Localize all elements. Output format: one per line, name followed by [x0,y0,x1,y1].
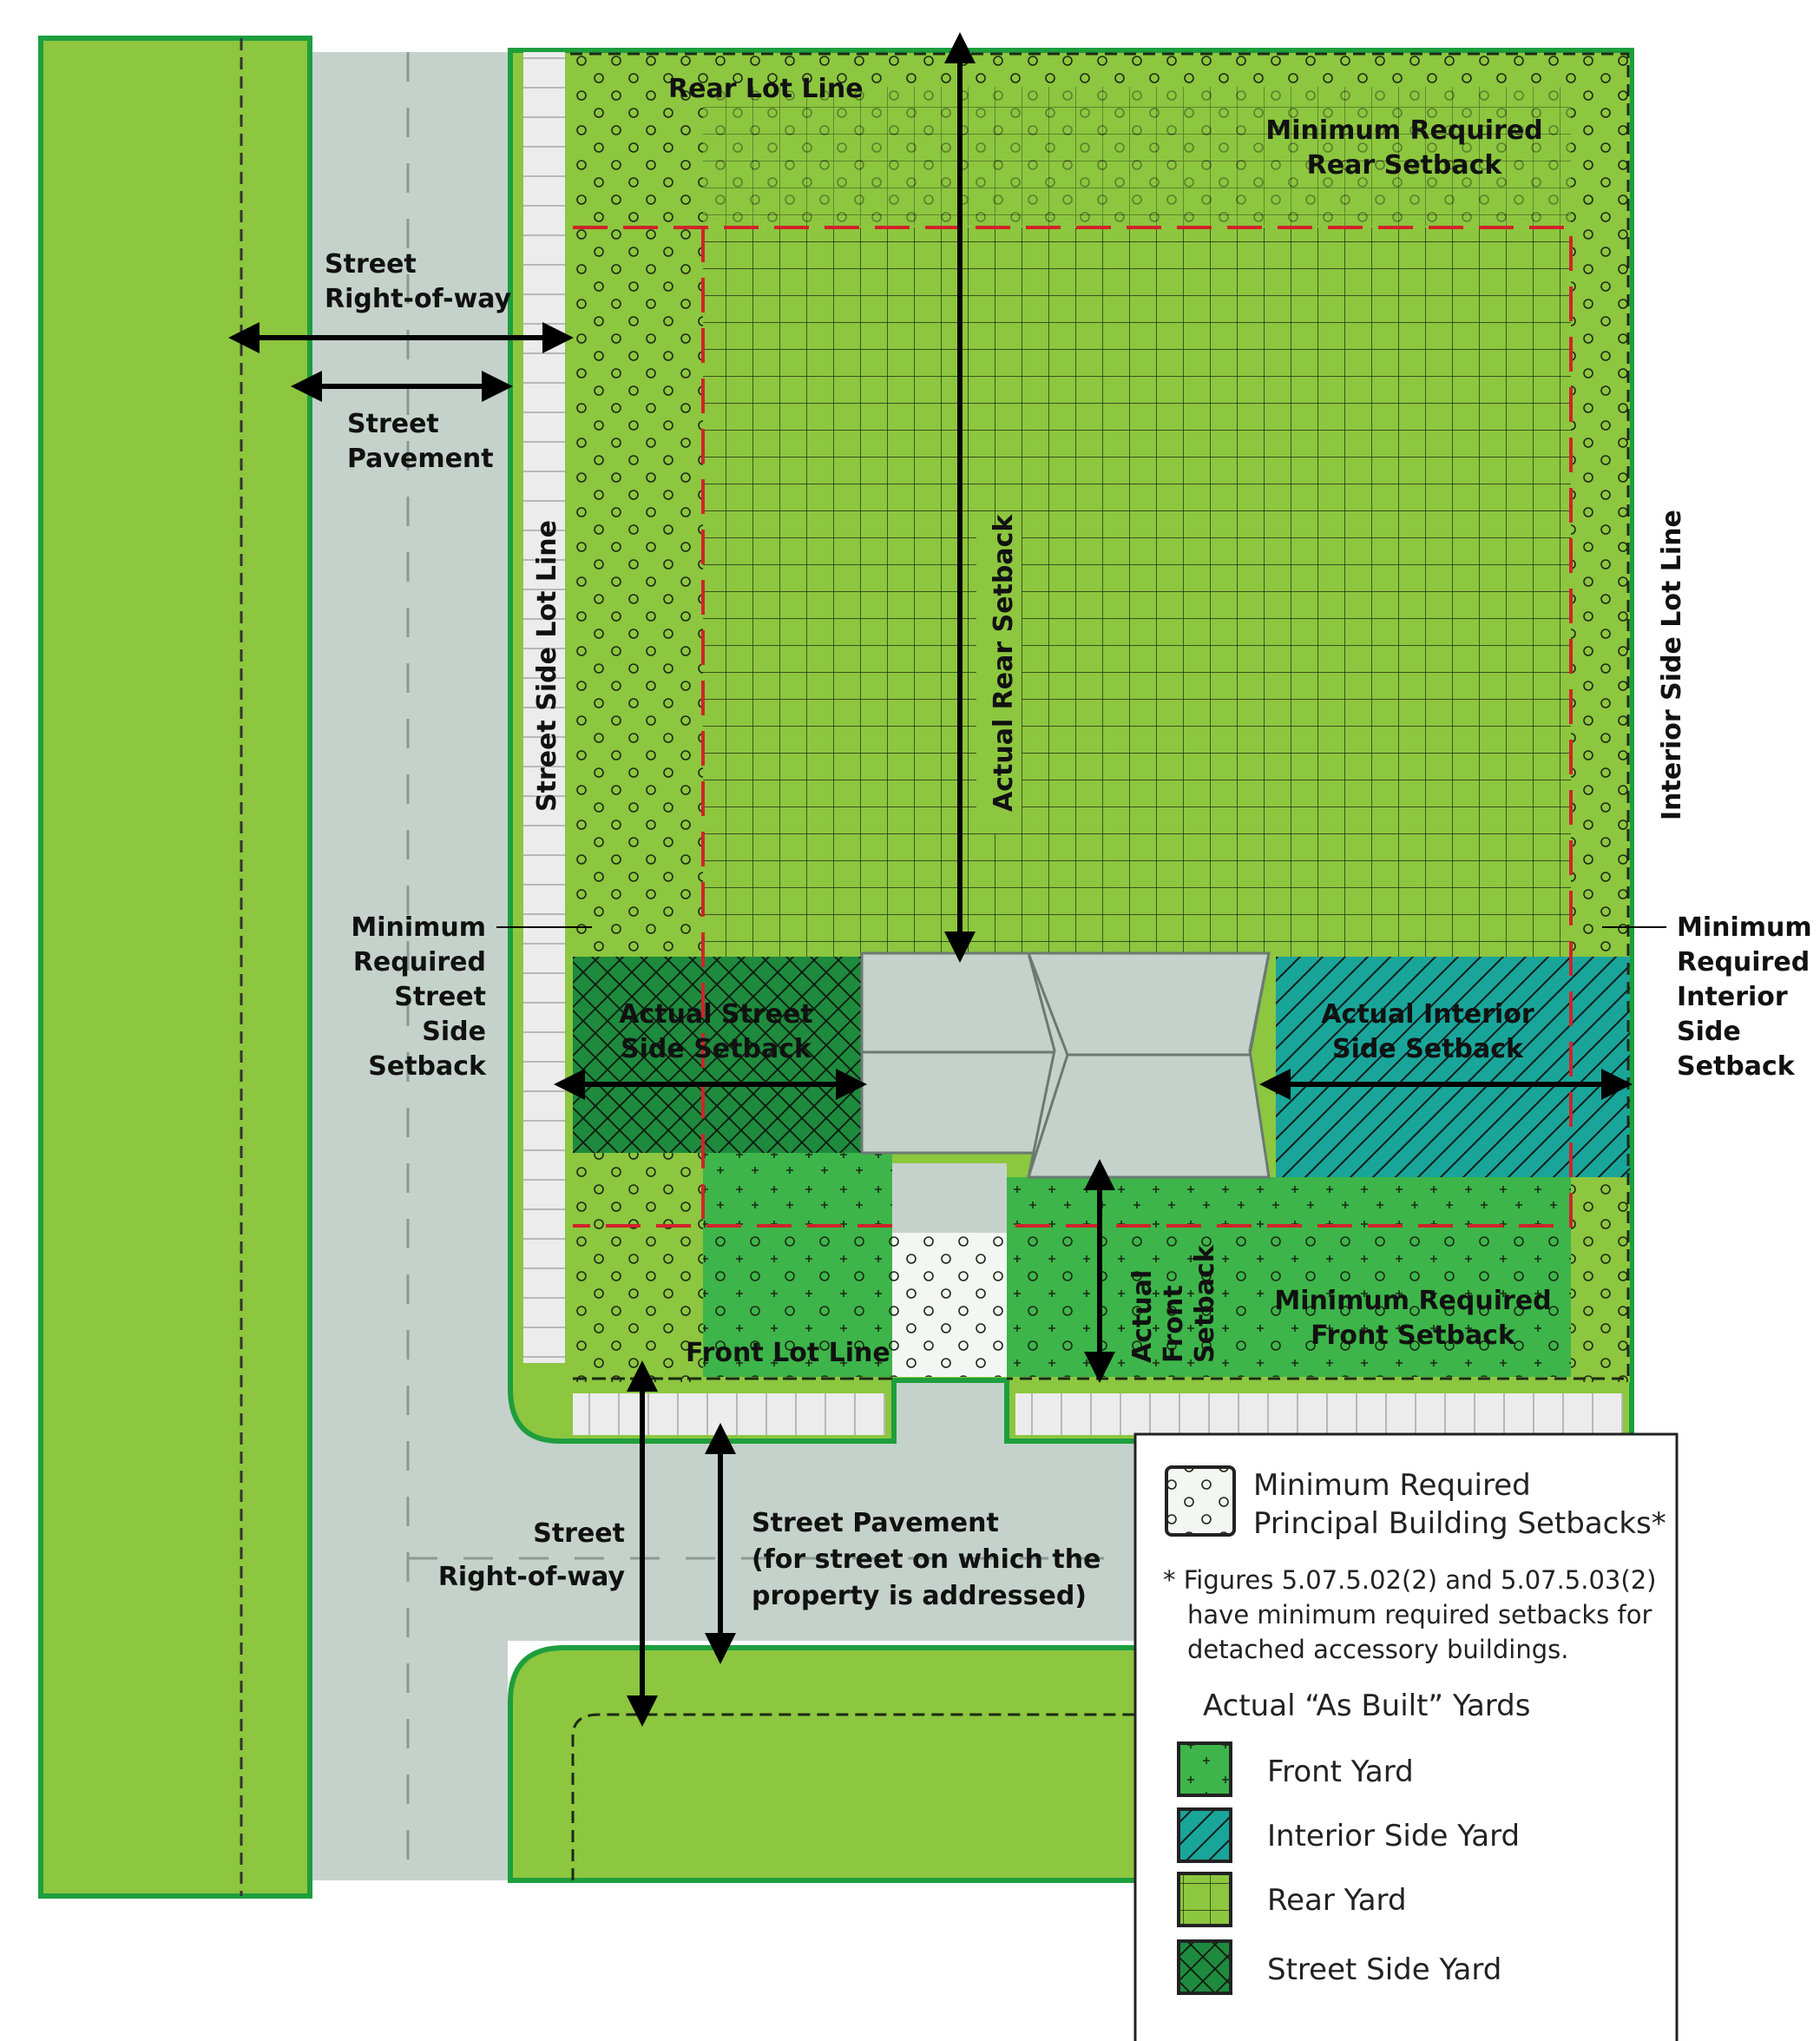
street-side-yard [573,957,864,1153]
rear-yard [703,227,1571,957]
legend-yards-title: Actual “As Built” Yards [1203,1689,1530,1723]
min-interior-side-setback-label-2: Interior [1677,982,1788,1012]
legend-front-yard: Front Yard [1267,1755,1414,1789]
min-interior-side-setback-label-0: Minimum [1677,912,1812,943]
legend-interior-side-yard: Interior Side Yard [1267,1819,1520,1853]
min-interior-side-setback-label-3: Side [1677,1017,1741,1047]
bottom-pavement-label-2: (for street on which the [752,1544,1101,1575]
actual-street-side-setback-label-1: Actual Street [619,999,812,1030]
legend-min-setbacks-2: Principal Building Setbacks* [1253,1506,1666,1541]
legend-note-3: detached accessory buildings. [1187,1635,1568,1664]
min-street-side-setback-label-0: Minimum [351,912,486,943]
front-curb-left [573,1393,885,1435]
min-rear-setback-label-1: Minimum Required [1265,115,1542,146]
interior-side-lot-line-label: Interior Side Lot Line [1657,510,1687,820]
actual-front-setback-label-1: Actual [1127,1270,1158,1363]
actual-rear-setback-label: Actual Rear Setback [989,514,1019,812]
min-interior-side-setback-label: Minimum Required Interior Side Setback [1677,912,1812,1082]
street-row-label-2: Right-of-way [325,284,512,314]
lot-line-dashed [570,52,1630,1380]
front-curb-right [1015,1393,1623,1435]
legend-rear-yard: Rear Yard [1267,1883,1407,1918]
street-side-lot-line-label: Street Side Lot Line [532,520,562,812]
street-pavement-label-1: Street [347,409,439,439]
front-lot-line-label: Front Lot Line [686,1338,890,1368]
legend-swatch-street-side-yard [1177,1939,1232,1995]
rear-yard-top-grid [703,87,1571,226]
interior-side-yard [1276,957,1630,1177]
front-yard-left-circles [573,1153,703,1377]
actual-front-setback-label-2: Front [1159,1285,1189,1363]
principal-building [860,951,1271,1179]
legend-min-setbacks-1: Minimum Required [1253,1468,1531,1503]
legend-note-2: have minimum required setbacks for [1187,1600,1652,1630]
bottom-pavement-label-3: property is addressed) [752,1581,1087,1611]
min-street-side-setback-label-1: Required [353,947,486,978]
min-setback-line [573,226,1573,1228]
front-yard-left-lower [703,1233,892,1377]
min-front-setback-label-2: Front Setback [1311,1320,1516,1351]
min-interior-side-setback-label-1: Required [1677,947,1810,978]
actual-street-side-setback-label-2: Side Setback [621,1034,812,1064]
legend-street-side-yard: Street Side Yard [1267,1952,1501,1987]
min-rear-setback-label-2: Rear Setback [1307,150,1503,181]
min-street-side-setback-label: Minimum Required Street Side Setback [351,912,487,1082]
legend-swatch-rear-yard [1177,1872,1232,1927]
street-row-label-1: Street [325,249,417,280]
bottom-lot-line [571,1713,1137,1880]
rear-lot-line-label: Rear Lot Line [668,74,864,104]
front-yard-right-circles [1571,1177,1630,1377]
min-street-side-setback-label-3: Side [422,1017,486,1047]
actual-rear-setback-label-bg [976,530,1022,833]
bottom-pavement-label-1: Street Pavement [752,1508,999,1538]
legend-note-1: * Figures 5.07.5.02(2) and 5.07.5.03(2) [1163,1565,1656,1595]
legend-swatch-min-setbacks [1165,1465,1236,1537]
actual-interior-side-setback-label-1: Actual Interior [1321,999,1534,1030]
street-pavement-label-2: Pavement [347,444,494,474]
driveway-setback [892,1233,1007,1377]
street-side-curb [523,52,565,1363]
bottom-street-row-label-1: Street [533,1518,625,1549]
min-street-side-setback-label-2: Street [394,982,486,1012]
bottom-lot [508,1645,1140,1883]
legend: Minimum Required Principal Building Setb… [1133,1432,1679,2041]
legend-swatch-interior-side-yard [1177,1807,1232,1863]
min-street-side-setback-label-4: Setback [368,1051,487,1082]
min-front-setback-label-1: Minimum Required [1274,1286,1551,1316]
legend-swatch-front-yard [1177,1741,1232,1797]
actual-interior-side-setback-label-2: Side Setback [1332,1034,1524,1064]
min-interior-side-setback-label-4: Setback [1677,1051,1796,1082]
actual-front-setback-label-3: Setback [1190,1244,1220,1363]
left-lot [38,36,312,1899]
bottom-street-row-label-2: Right-of-way [438,1562,626,1592]
